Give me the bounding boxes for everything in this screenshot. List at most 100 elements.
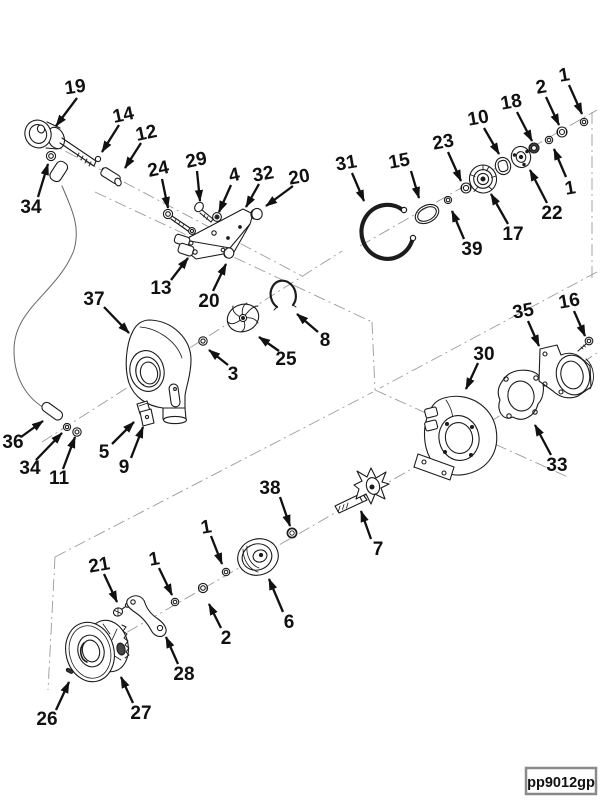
- box-edge-bottom-left-vertical: [47, 556, 56, 691]
- parts-layer: [13, 117, 594, 683]
- callout-leader-35: [526, 320, 541, 347]
- callout-leader-19: [55, 97, 78, 127]
- box-edge-bottom-left-diagonal: [54, 391, 374, 558]
- callout-label-23: 23: [431, 130, 455, 154]
- callout-label-17: 17: [502, 224, 523, 245]
- callout-leader-3: [208, 349, 229, 366]
- hose-fitting: [49, 160, 69, 183]
- part-36-tube: [41, 401, 64, 421]
- callout-label-20: 20: [198, 291, 219, 312]
- callout-label-30: 30: [473, 344, 494, 365]
- callout-label-18: 18: [499, 90, 523, 114]
- part-34-nut-upper: [45, 150, 57, 162]
- callout-leader-10: [483, 127, 500, 155]
- callout-label-37: 37: [83, 289, 104, 310]
- callout-label-3: 3: [228, 364, 239, 385]
- callout-label-10: 10: [466, 106, 490, 130]
- part-38-seal-ring: [286, 527, 298, 539]
- part-9-plate: [139, 408, 155, 427]
- part-1-washer-a: [544, 135, 554, 145]
- callout-label-28: 28: [173, 664, 194, 685]
- callout-leader-23: [446, 151, 463, 182]
- part-27-bearing-housing: [65, 619, 130, 683]
- figure-code: pp9012gp: [527, 775, 595, 791]
- callout-leader-2: [207, 603, 223, 629]
- part-3-nut: [198, 336, 208, 346]
- callout-label-14: 14: [111, 103, 136, 128]
- callout-leader-37: [103, 306, 130, 334]
- callout-leader-16: [572, 310, 587, 337]
- part-28-strap: [126, 595, 167, 638]
- callout-label-16: 16: [557, 289, 581, 313]
- callout-label-9: 9: [119, 457, 130, 478]
- part-34-washer-lower: [62, 422, 72, 432]
- callout-leader-7: [359, 510, 373, 540]
- callout-leader-1: [552, 148, 568, 178]
- callout-label-21: 21: [87, 553, 112, 577]
- callout-leader-29: [194, 170, 204, 202]
- part-20-plug-upper: [250, 207, 263, 221]
- part-17-impeller: [468, 164, 498, 194]
- part-39-washer: [443, 195, 453, 205]
- callout-leader-8: [296, 313, 319, 333]
- part-7-turbine-shaft-wheel: [334, 467, 390, 514]
- fold-line-upper: [94, 191, 373, 323]
- callout-label-22: 22: [541, 203, 562, 224]
- callout-label-38: 38: [259, 478, 280, 499]
- part-1-washer-d: [221, 567, 231, 577]
- fold-line-lower-right: [374, 389, 571, 479]
- callout-leader-5: [111, 421, 135, 445]
- callout-leader-38: [278, 496, 292, 527]
- part-33-gasket: [497, 369, 544, 420]
- part-29-screw: [194, 201, 214, 223]
- callout-label-29: 29: [184, 148, 209, 173]
- part-26-pin: [65, 667, 74, 674]
- figure-code-box: pp9012gp: [524, 766, 598, 796]
- callout-leader-14: [101, 124, 120, 153]
- callout-label-25: 25: [275, 349, 297, 370]
- part-15-oring: [414, 203, 440, 225]
- callout-leader-39: [450, 210, 466, 240]
- callout-label-34: 34: [19, 458, 41, 479]
- callout-label-1: 1: [557, 64, 571, 87]
- fold-line-jog: [371, 321, 376, 391]
- callout-label-24: 24: [146, 157, 171, 182]
- part-8-snap-ring: [269, 279, 297, 311]
- callout-leader-11: [61, 436, 77, 470]
- callout-leader-4: [217, 184, 233, 213]
- hose-line: [13, 185, 77, 411]
- callout-label-35: 35: [511, 299, 536, 323]
- callout-leader-33: [533, 424, 553, 456]
- part-25-compressor-wheel: [226, 302, 260, 333]
- callout-leader-26: [54, 681, 71, 711]
- part-37-compressor-housing: [125, 319, 192, 425]
- callout-leader-13: [170, 257, 189, 281]
- callout-label-11: 11: [49, 468, 70, 489]
- callout-label-20: 20: [287, 165, 311, 189]
- figure-code-border: [524, 766, 598, 796]
- part-10-spacer: [494, 156, 512, 176]
- part-24-bolt: [162, 208, 196, 235]
- callout-leader-18: [515, 111, 534, 142]
- part-20-plug-lower: [223, 247, 235, 259]
- callout-label-1: 1: [199, 516, 213, 539]
- part-4-nut: [212, 212, 222, 222]
- callout-label-36: 36: [2, 432, 23, 453]
- part-31-snap-ring: [359, 202, 417, 261]
- part-16-bolt: [577, 336, 594, 352]
- callout-label-2: 2: [534, 76, 548, 99]
- callout-leader-31: [350, 172, 366, 202]
- callout-leader-9: [129, 426, 145, 459]
- callout-leader-1: [567, 84, 584, 115]
- callout-label-1: 1: [147, 548, 161, 571]
- callout-label-26: 26: [36, 709, 57, 730]
- part-30-turbine-housing: [413, 395, 498, 481]
- callout-label-19: 19: [63, 76, 87, 100]
- callout-leader-34: [35, 432, 63, 461]
- part-18-locknut: [528, 142, 540, 154]
- part-12-spacer: [100, 167, 122, 187]
- callout-leader-6: [267, 578, 285, 613]
- callout-label-6: 6: [284, 612, 295, 633]
